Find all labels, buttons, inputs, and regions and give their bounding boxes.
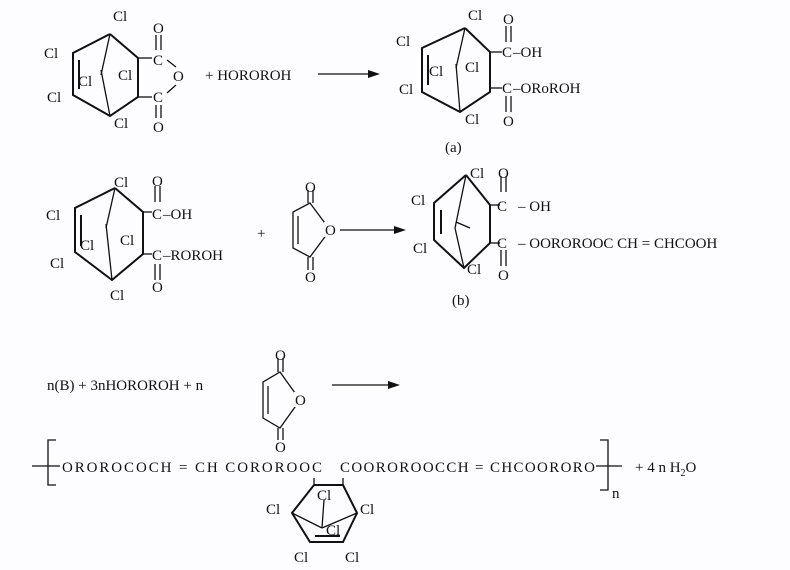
reagent-diol: + HOROROH bbox=[205, 68, 292, 84]
intermediate-a: Cl Cl Cl Cl Cl Cl C C O O –OH –ROROH bbox=[46, 174, 223, 304]
cl-label: Cl bbox=[326, 523, 340, 539]
cl-label: Cl bbox=[396, 34, 410, 50]
hydroxyl-group: – OH bbox=[517, 199, 551, 215]
cl-label: Cl bbox=[465, 112, 479, 128]
cl-label: Cl bbox=[345, 550, 359, 566]
ester-group: –ORoROH bbox=[512, 81, 581, 97]
cl-label: Cl bbox=[80, 238, 94, 254]
o-label: O bbox=[275, 440, 286, 456]
cl-label: Cl bbox=[413, 241, 427, 257]
repeat-subscript: n bbox=[612, 486, 620, 502]
chlorendic-anhydride: Cl Cl Cl Cl Cl Cl C C O O O bbox=[44, 9, 184, 136]
polymer-left-segment: OROROCOCH = CH CORORОOC bbox=[62, 460, 322, 476]
ester-group: – OOROROOC CH = CHCOOH bbox=[517, 236, 717, 252]
o-label: O bbox=[173, 69, 184, 85]
o-label: O bbox=[498, 268, 509, 284]
o-label: O bbox=[325, 223, 336, 239]
cl-label: Cl bbox=[317, 488, 331, 504]
cl-label: Cl bbox=[120, 233, 134, 249]
o-label: O bbox=[498, 166, 509, 182]
cl-label: Cl bbox=[429, 64, 443, 80]
cl-label: Cl bbox=[114, 175, 128, 191]
maleic-anhydride: O O O bbox=[262, 348, 306, 456]
product-b: Cl Cl Cl Cl C C O O – OH – OOROROOC CH =… bbox=[411, 166, 717, 284]
o-label: O bbox=[153, 21, 164, 37]
maleic-anhydride: O O O bbox=[292, 180, 336, 286]
cl-label: Cl bbox=[44, 46, 58, 62]
o-label: O bbox=[152, 280, 163, 296]
label-a: (a) bbox=[445, 140, 462, 156]
hydroxyl-group: –OH bbox=[162, 207, 192, 223]
c-label: C bbox=[153, 53, 163, 69]
cl-label: Cl bbox=[360, 502, 374, 518]
reaction-arrow bbox=[340, 226, 406, 234]
c-label: C bbox=[152, 248, 162, 264]
cl-label: Cl bbox=[294, 550, 308, 566]
o-label: O bbox=[153, 120, 164, 136]
o-label: O bbox=[503, 12, 514, 28]
cl-label: Cl bbox=[465, 60, 479, 76]
cl-label: Cl bbox=[113, 9, 127, 25]
cl-label: Cl bbox=[411, 193, 425, 209]
product-a: Cl Cl Cl Cl Cl Cl C C O O –OH –ORoROH bbox=[396, 8, 581, 130]
cl-label: Cl bbox=[118, 68, 132, 84]
cl-label: Cl bbox=[114, 116, 128, 132]
o-label: O bbox=[152, 174, 163, 190]
o-label: O bbox=[503, 114, 514, 130]
cl-label: Cl bbox=[468, 8, 482, 24]
cl-label: Cl bbox=[266, 502, 280, 518]
cl-label: Cl bbox=[78, 74, 92, 90]
c-label: C bbox=[152, 207, 162, 223]
c-label: C bbox=[153, 90, 163, 106]
c-label: C bbox=[497, 199, 507, 215]
o-label: O bbox=[305, 270, 316, 286]
cl-label: Cl bbox=[467, 262, 481, 278]
plus-sign: + bbox=[257, 226, 265, 242]
cl-label: Cl bbox=[399, 82, 413, 98]
reaction-arrow bbox=[332, 381, 400, 389]
cl-label: Cl bbox=[46, 208, 60, 224]
polymerization-reactants: n(B) + 3nHOROROH + n bbox=[47, 378, 204, 394]
polymer-right-segment: COOROROOCCH = CHCOORORO bbox=[340, 460, 595, 476]
water-byproduct: + 4 n H2O bbox=[635, 460, 697, 479]
cl-label: Cl bbox=[470, 166, 484, 182]
hydroxyl-group: –OH bbox=[512, 45, 542, 61]
label-b: (b) bbox=[452, 293, 470, 309]
cl-label: Cl bbox=[50, 256, 64, 272]
cl-label: Cl bbox=[110, 288, 124, 304]
ester-group: –ROROH bbox=[162, 248, 223, 264]
o-label: O bbox=[305, 180, 316, 196]
o-label: O bbox=[275, 348, 286, 364]
c-label: C bbox=[502, 45, 512, 61]
cl-label: Cl bbox=[47, 90, 61, 106]
reaction-arrow bbox=[318, 70, 380, 78]
polymer-product: OROROCOCH = CH CORORОOC COOROROOCCH = CH… bbox=[32, 439, 697, 566]
c-label: C bbox=[497, 236, 507, 252]
o-label: O bbox=[295, 393, 306, 409]
c-label: C bbox=[502, 81, 512, 97]
